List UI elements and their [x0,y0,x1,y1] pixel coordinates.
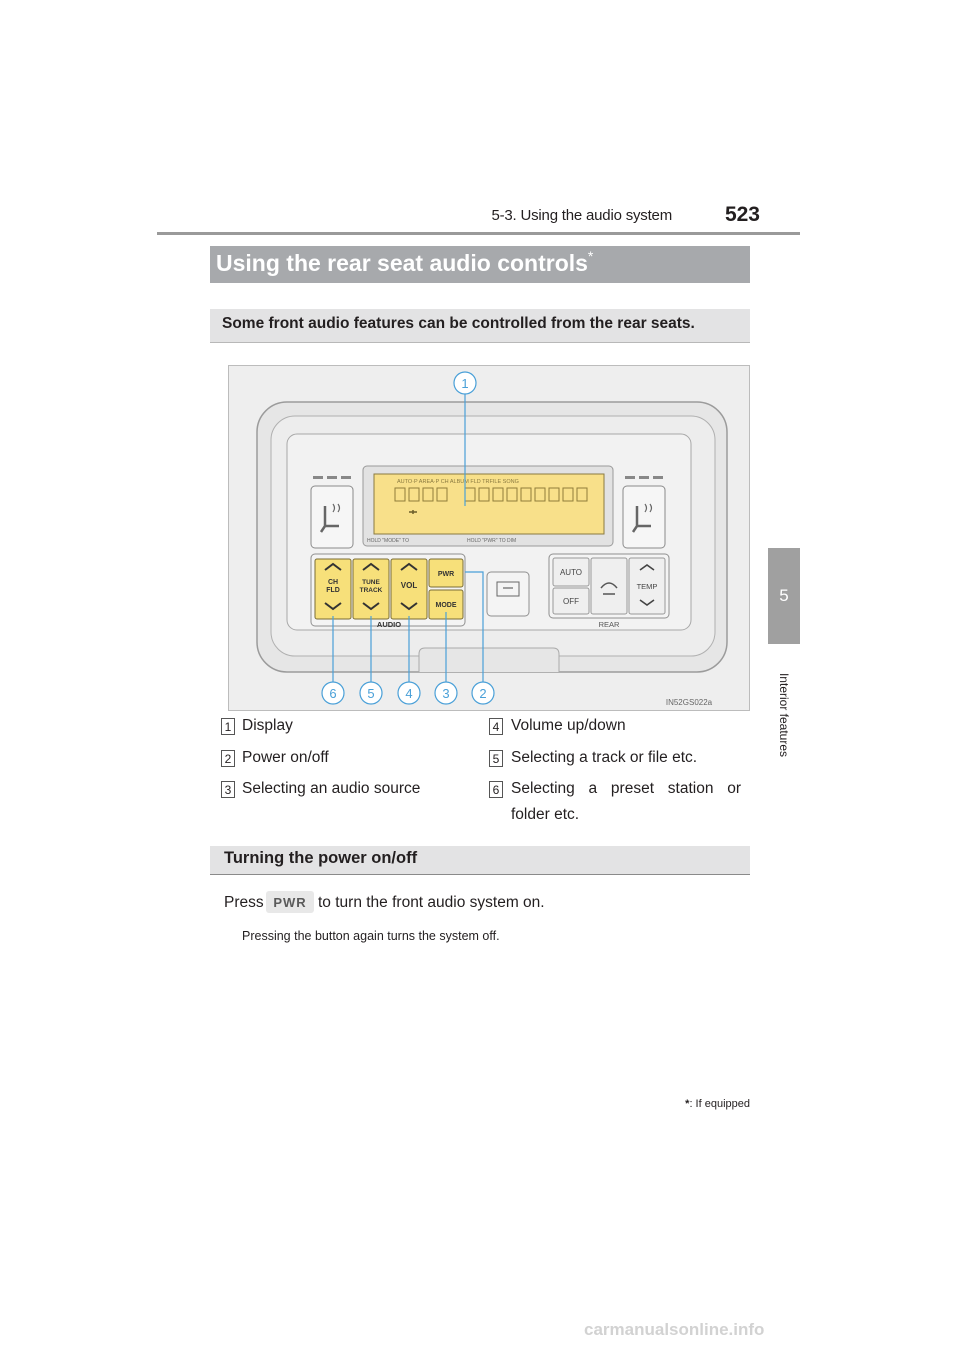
vol-label: VOL [401,581,418,590]
tune-label: TUNE [362,579,380,586]
callout-markers: 1 6 5 4 3 2 [321,371,495,705]
chapter-tab: 5 [768,548,800,644]
header-section-title: 5-3. Using the audio system [491,207,672,224]
key-icon [409,510,417,514]
figure-code: IN52GS022a [666,698,713,707]
watermark: carmanualsonline.info [584,1320,765,1339]
chapter-label: Interior features [777,672,791,758]
legend-text-2: Power on/off [242,749,329,766]
pwr-button[interactable] [428,558,464,588]
intro-box [210,309,750,343]
rear-defog-icon [496,581,520,597]
chevron-up-icon [639,564,655,571]
fan-button[interactable] [590,557,628,615]
chapter-label-box: Interior features [760,650,808,780]
fld-label: FLD [326,587,340,594]
footnote: *: If equipped [650,1098,750,1110]
legend-text-6: Selecting a preset station or [511,780,741,797]
callout-6-label: 6 [329,686,336,701]
callout-3 [434,681,458,705]
seat-heater-left [310,476,354,549]
legend-text-4: Volume up/down [511,717,626,734]
callout-6 [321,681,345,705]
page-number: 523 [724,203,760,226]
legend-text-5: Selecting a track or file etc. [511,749,698,766]
callout-1-label: 1 [461,376,468,391]
legend-num-5: 5 [489,750,503,767]
press-word: Press [224,894,264,911]
audio-controls-figure: AUTO·P AREA·P CH ALBUM FLD TRFILE SONG H… [228,365,750,711]
callout-3-label: 3 [442,686,449,701]
chevron-up-icon [400,562,418,571]
callout-2 [471,681,495,705]
display-lcd [373,473,605,535]
pwr-key-icon: PWR [266,891,314,913]
page-title-text: Using the rear seat audio controls [216,250,588,276]
audio-controls-illustration: AUTO·P AREA·P CH ALBUM FLD TRFILE SONG H… [256,371,728,707]
chevron-down-icon [639,599,655,606]
footnote-marker: * [587,248,594,264]
fan-icon [600,582,618,595]
footnote-asterisk: * [685,1098,690,1110]
legend-text-1: Display [242,717,293,734]
legend-text-6-cont: folder etc. [511,806,580,823]
callout-5-label: 5 [367,686,374,701]
section-heading-bar [210,846,750,875]
title-bar [210,246,750,283]
legend-num-6: 6 [489,781,503,798]
callout-lines [332,394,484,683]
off-button[interactable] [552,587,590,615]
intro-text: Some front audio features can be control… [222,315,695,332]
temp-button[interactable] [628,557,666,615]
legend-text-3: Selecting an audio source [242,780,421,797]
callout-2-label: 2 [479,686,486,701]
rear-defog-button[interactable] [486,571,530,617]
callout-4-label: 4 [405,686,412,701]
callout-1 [453,371,477,395]
temp-label: TEMP [637,582,658,591]
page-title: Using the rear seat audio controls* [216,248,594,277]
legend-num-1: 1 [221,718,235,735]
press-instruction: to turn the front audio system on. [318,894,545,911]
callout-4 [397,681,421,705]
legend-num-3: 3 [221,781,235,798]
chevron-down-icon [400,602,418,611]
track-label: TRACK [360,587,383,594]
display-top-labels: AUTO·P AREA·P CH ALBUM FLD TRFILE SONG [397,479,519,485]
chevron-down-icon [324,602,342,611]
auto-label: AUTO [560,568,582,577]
display-hint-right: HOLD "PWR" TO DIM [467,538,516,544]
seat-heater-icon [631,506,651,533]
bottom-recess [418,647,560,672]
footnote-text: : If equipped [689,1098,750,1110]
chevron-up-icon [324,562,342,571]
mode-label: MODE [436,602,457,609]
rear-group-label: REAR [599,620,620,629]
seat-heater-icon [319,506,339,533]
display-segments [394,487,588,502]
chevron-down-icon [362,602,380,611]
off-label: OFF [563,597,579,606]
audio-group-label: AUDIO [377,620,401,629]
section-heading: Turning the power on/off [224,849,418,867]
seat-heater-right [622,476,666,549]
display-hint-left: HOLD "MODE" TO [367,538,409,544]
legend-num-2: 2 [221,750,235,767]
legend-num-4: 4 [489,718,503,735]
power-note: Pressing the button again turns the syst… [242,929,500,943]
ch-label: CH [328,579,338,586]
chevron-up-icon [362,562,380,571]
pwr-label: PWR [438,571,454,578]
callout-5 [359,681,383,705]
auto-button[interactable] [552,557,590,587]
header-rule [157,232,800,235]
